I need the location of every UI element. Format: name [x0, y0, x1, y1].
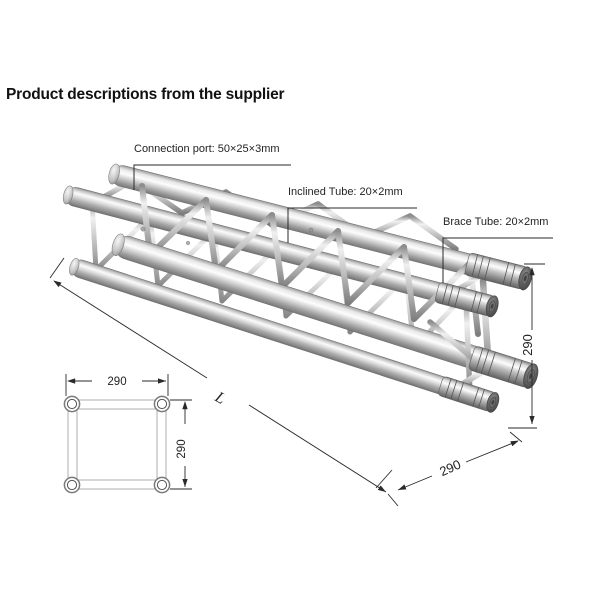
annotation-brace-tube: Brace Tube: 20×2mm	[442, 216, 553, 283]
chord-bottom-front	[111, 233, 503, 375]
connector-top-back	[434, 282, 499, 318]
cross-section-corner-tubes	[63, 395, 171, 494]
annotation-inclined-tube: Inclined Tube: 20×2mm	[287, 186, 417, 243]
annotation-connection-port-label: Connection port: 50×25×3mm	[134, 143, 280, 155]
cross-section-width-label: 290	[107, 376, 126, 388]
dimension-length-label: L	[211, 388, 228, 408]
dimension-height-right-label: 290	[520, 334, 535, 356]
connector-top-front	[464, 253, 533, 291]
dimension-depth-right-label: 290	[437, 457, 463, 480]
node-plates	[140, 226, 314, 246]
dimension-depth-right: 290	[387, 431, 523, 507]
cross-section-width-dimension: 290	[65, 374, 169, 396]
connector-bottom-front	[468, 346, 539, 389]
cross-section-height-label: 290	[176, 439, 188, 458]
cross-section-view: 290 290	[63, 374, 192, 494]
truss-assembly	[62, 163, 539, 413]
annotation-inclined-tube-label: Inclined Tube: 20×2mm	[288, 186, 403, 198]
cross-section-frame	[67, 399, 167, 490]
cross-section-height-dimension: 290	[170, 399, 192, 490]
annotation-connection-port: Connection port: 50×25×3mm	[133, 143, 291, 190]
annotation-brace-tube-label: Brace Tube: 20×2mm	[443, 216, 548, 228]
page-title: Product descriptions from the supplier	[6, 86, 285, 103]
dimension-height-right: 290	[508, 263, 545, 429]
connector-bottom-back	[438, 376, 500, 413]
